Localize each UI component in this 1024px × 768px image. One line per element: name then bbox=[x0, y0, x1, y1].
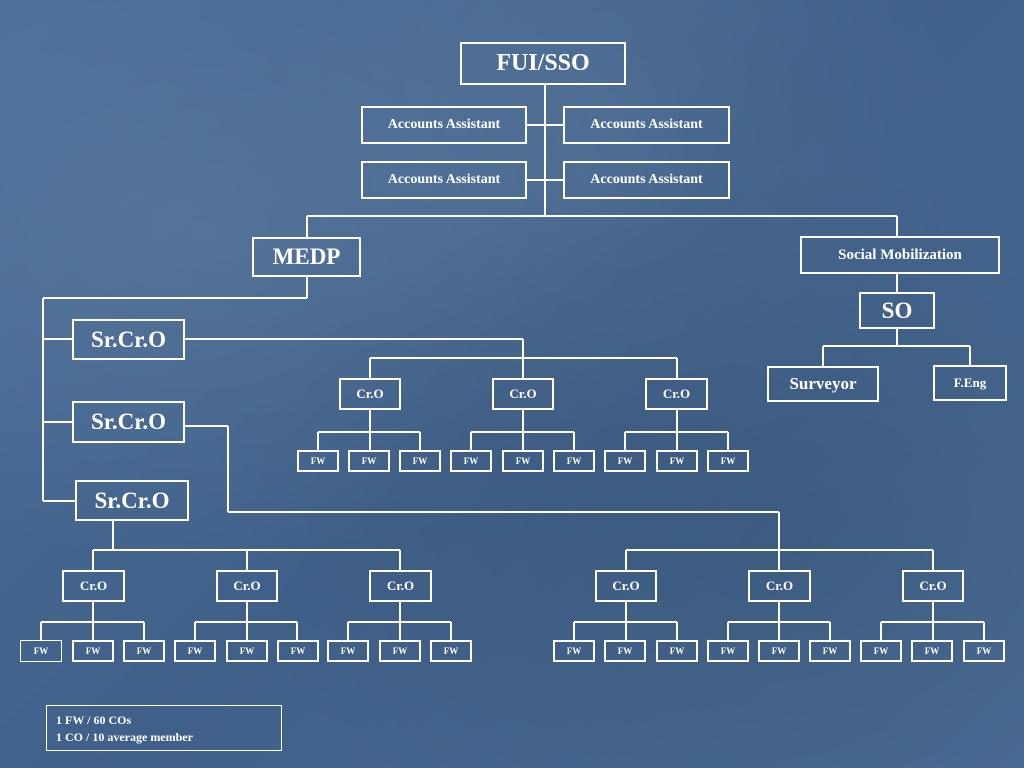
fw-box: FW bbox=[656, 450, 698, 472]
fui-sso-box: FUI/SSO bbox=[460, 42, 626, 85]
fw-box: FW bbox=[72, 640, 114, 662]
surveyor-box: Surveyor bbox=[767, 366, 879, 402]
fw-box: FW bbox=[123, 640, 165, 662]
sr-cr-o-box: Sr.Cr.O bbox=[72, 319, 185, 360]
fw-box: FW bbox=[502, 450, 544, 472]
fw-box: FW bbox=[226, 640, 268, 662]
sr-cr-o-box: Sr.Cr.O bbox=[75, 480, 189, 521]
accounts-assistant-box: Accounts Assistant bbox=[563, 161, 730, 199]
note-line-fw: 1 FW / 60 COs bbox=[56, 713, 132, 727]
fw-box: FW bbox=[860, 640, 902, 662]
fw-box: FW bbox=[963, 640, 1005, 662]
fw-box: FW bbox=[553, 640, 595, 662]
ratio-note: 1 FW / 60 COs 1 CO / 10 average member bbox=[46, 705, 282, 751]
fw-box: FW bbox=[553, 450, 595, 472]
fw-box: FW bbox=[430, 640, 472, 662]
fw-box: FW bbox=[604, 640, 646, 662]
accounts-assistant-box: Accounts Assistant bbox=[361, 106, 527, 144]
fw-box: FW bbox=[604, 450, 646, 472]
fw-box: FW bbox=[911, 640, 953, 662]
cr-o-box: Cr.O bbox=[645, 378, 708, 410]
fw-box: FW bbox=[348, 450, 390, 472]
fw-box: FW bbox=[174, 640, 216, 662]
fw-box: FW bbox=[707, 450, 749, 472]
so-box: SO bbox=[859, 292, 935, 329]
cr-o-box: Cr.O bbox=[339, 378, 401, 410]
social-mobilization-box: Social Mobilization bbox=[800, 236, 1000, 274]
fw-box: FW bbox=[758, 640, 800, 662]
cr-o-box: Cr.O bbox=[902, 570, 964, 602]
cr-o-box: Cr.O bbox=[595, 570, 657, 602]
f-eng-box: F.Eng bbox=[933, 365, 1007, 401]
fw-box: FW bbox=[20, 640, 62, 662]
fw-box: FW bbox=[379, 640, 421, 662]
fw-box: FW bbox=[450, 450, 492, 472]
fw-box: FW bbox=[707, 640, 749, 662]
cr-o-box: Cr.O bbox=[748, 570, 811, 602]
fw-box: FW bbox=[297, 450, 339, 472]
note-line-co: 1 CO / 10 average member bbox=[56, 730, 193, 744]
cr-o-box: Cr.O bbox=[369, 570, 432, 602]
sr-cr-o-box: Sr.Cr.O bbox=[72, 401, 185, 443]
fw-box: FW bbox=[809, 640, 851, 662]
fw-box: FW bbox=[399, 450, 441, 472]
fw-box: FW bbox=[327, 640, 369, 662]
accounts-assistant-box: Accounts Assistant bbox=[361, 161, 527, 199]
cr-o-box: Cr.O bbox=[62, 570, 125, 602]
cr-o-box: Cr.O bbox=[492, 378, 554, 410]
accounts-assistant-box: Accounts Assistant bbox=[563, 106, 730, 144]
medp-box: MEDP bbox=[252, 237, 361, 277]
fw-box: FW bbox=[277, 640, 319, 662]
fw-box: FW bbox=[656, 640, 698, 662]
cr-o-box: Cr.O bbox=[216, 570, 278, 602]
